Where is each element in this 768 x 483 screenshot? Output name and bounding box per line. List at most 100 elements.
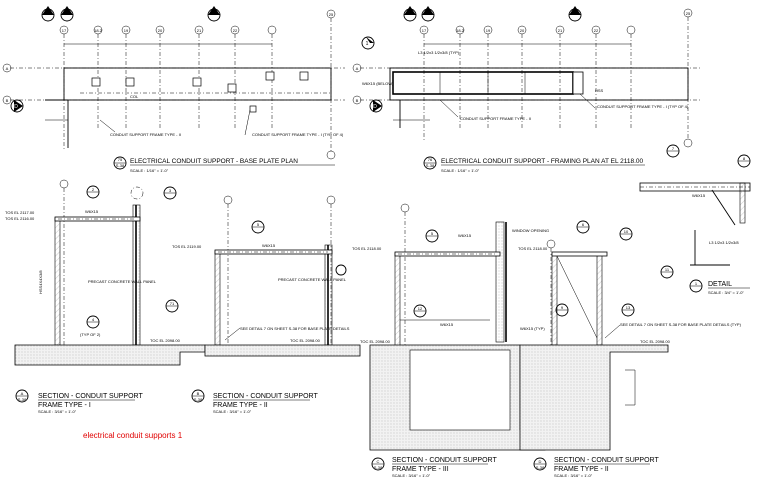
svg-text:TOS EL 2117.00: TOS EL 2117.00 [5, 210, 35, 215]
svg-text:TOC EL 2098.00: TOC EL 2098.00 [640, 339, 671, 344]
section-a-title: A S-38 SECTION - CONDUIT SUPPORT FRAME T… [15, 389, 143, 414]
svg-text:SCALE : 1/16" = 1'-0": SCALE : 1/16" = 1'-0" [441, 168, 480, 173]
svg-text:17: 17 [62, 28, 67, 33]
svg-text:5: 5 [431, 231, 434, 236]
svg-text:A: A [6, 66, 9, 71]
svg-text:A: A [356, 66, 359, 71]
section-marker-d-plan2: D [369, 99, 383, 113]
svg-text:W6X15: W6X15 [692, 193, 706, 198]
svg-text:SECTION - CONDUIT SUPPORT: SECTION - CONDUIT SUPPORT [38, 393, 143, 400]
svg-text:FRAME TYPE - III: FRAME TYPE - III [392, 466, 449, 473]
callout-7: 7 [666, 144, 680, 158]
svg-text:19: 19 [124, 28, 129, 33]
svg-text:TOS EL 2118.00: TOS EL 2118.00 [518, 246, 548, 251]
section-c-title: C S-38 SECTION - CONDUIT SUPPORT FRAME T… [371, 457, 497, 478]
svg-text:9: 9 [561, 305, 564, 310]
section-b-frame-type-ii: 5 TOS EL 2119.00 W6X15 PRECAST CONCRETE … [165, 195, 361, 414]
svg-text:FRAME TYPE - II: FRAME TYPE - II [213, 402, 268, 409]
svg-text:TOC EL 2098.00: TOC EL 2098.00 [290, 338, 321, 343]
svg-text:76: 76 [428, 157, 433, 162]
svg-text:W6X15: W6X15 [440, 322, 454, 327]
svg-text:ELECTRICAL CONDUIT SUPPORT - F: ELECTRICAL CONDUIT SUPPORT - FRAMING PLA… [441, 158, 644, 165]
svg-text:SCALE : 3/16" = 1'-0": SCALE : 3/16" = 1'-0" [213, 409, 252, 414]
svg-text:1: 1 [366, 41, 369, 47]
svg-text:3: 3 [169, 188, 172, 193]
section-marker-b-top2: B [421, 6, 435, 22]
svg-text:12: 12 [418, 306, 423, 311]
section-marker-c-top: C [41, 6, 55, 22]
callout-11: 11 [660, 265, 674, 279]
detail-marker-1: 1 [361, 36, 375, 50]
svg-text:5: 5 [257, 222, 260, 227]
drawing-caption: electrical conduit supports 1 [83, 431, 183, 440]
svg-text:SCALE : 3/16" = 1'-0": SCALE : 3/16" = 1'-0" [38, 409, 77, 414]
svg-text:B: B [197, 391, 200, 396]
svg-text:D: D [373, 104, 377, 110]
svg-text:D: D [539, 459, 542, 464]
callout-5: 5 [251, 220, 265, 234]
svg-text:SECTION - CONDUIT SUPPORT: SECTION - CONDUIT SUPPORT [213, 393, 318, 400]
svg-text:CONDUIT SUPPORT FRAME TYPE - I: CONDUIT SUPPORT FRAME TYPE - I (TYP OF 4… [597, 104, 689, 109]
svg-text:17: 17 [422, 28, 427, 33]
svg-text:SCALE : 3/16" = 1'-0": SCALE : 3/16" = 1'-0" [554, 473, 593, 478]
svg-text:22: 22 [233, 28, 238, 33]
svg-text:D: D [14, 104, 18, 110]
svg-text:A: A [212, 15, 216, 21]
svg-text:20: 20 [158, 28, 163, 33]
svg-text:CONDUIT SUPPORT FRAME TYPE - I: CONDUIT SUPPORT FRAME TYPE - II [460, 116, 531, 121]
callout-2: 2 [86, 185, 100, 199]
svg-text:S-38: S-38 [194, 397, 203, 402]
svg-text:TOC EL 2098.00: TOC EL 2098.00 [360, 339, 391, 344]
svg-text:6: 6 [582, 222, 585, 227]
callout-12: 13 [621, 303, 635, 317]
callout-10: 10 [619, 227, 633, 241]
svg-text:C: C [46, 15, 50, 21]
framing-plan: C B A 17 18.2 19 20 21 22 25 A B 1 W6X15… [352, 6, 700, 173]
svg-text:10: 10 [624, 229, 629, 234]
detail-1-title: 1 DETAIL SCALE : 3/4" = 1'-0" [689, 279, 750, 295]
section-d-title: D S-38 SECTION - CONDUIT SUPPORT FRAME T… [533, 457, 659, 478]
title-block-base-plate: 75 S-38 ELECTRICAL CONDUIT SUPPORT - BAS… [113, 156, 335, 173]
svg-text:C: C [377, 459, 380, 464]
callout-6: 6 [576, 220, 590, 234]
svg-text:SEE DETAIL 7 ON SHEET S-38 FOR: SEE DETAIL 7 ON SHEET S-38 FOR BASE PLAT… [620, 322, 742, 327]
section-marker-b-top: B [60, 6, 74, 22]
svg-text:TOS EL 2116.00: TOS EL 2116.00 [5, 216, 35, 221]
svg-text:71: 71 [170, 301, 175, 306]
svg-text:WINDOW OPENING: WINDOW OPENING [512, 228, 549, 233]
svg-text:A: A [21, 391, 24, 396]
title-block-framing: 76 S-38 ELECTRICAL CONDUIT SUPPORT - FRA… [423, 156, 645, 173]
svg-text:4: 4 [92, 317, 95, 322]
svg-text:CONDUIT SUPPORT FRAME TYPE - I: CONDUIT SUPPORT FRAME TYPE - II [110, 132, 181, 137]
svg-text:13: 13 [626, 305, 631, 310]
section-marker-a-top2: A [568, 6, 582, 22]
section-a-frame-type-i: 2 3 TOS EL 2117.00 TOS EL 2116.00 W6X15 … [5, 179, 206, 414]
section-c-frame-type-iii: 5 TOS EL 2118.00 W6X15 WINDOW OPENING W6… [352, 203, 551, 478]
svg-text:B: B [356, 98, 359, 103]
svg-text:SEE DETAIL 7 ON SHEET S-38 FOR: SEE DETAIL 7 ON SHEET S-38 FOR BASE PLAT… [240, 326, 350, 331]
svg-text:18.2: 18.2 [94, 28, 103, 33]
svg-text:HSS4X4X3/8: HSS4X4X3/8 [38, 270, 43, 294]
svg-text:SCALE : 1/16" = 1'-0": SCALE : 1/16" = 1'-0" [130, 168, 169, 173]
svg-text:ELECTRICAL CONDUIT SUPPORT - B: ELECTRICAL CONDUIT SUPPORT - BASE PLATE … [130, 158, 298, 165]
svg-text:B: B [426, 15, 430, 21]
svg-text:1: 1 [695, 281, 698, 286]
svg-text:S-38: S-38 [116, 163, 125, 168]
svg-text:22: 22 [594, 28, 599, 33]
svg-text:11: 11 [665, 267, 670, 272]
callout-3: 3 [163, 186, 177, 200]
svg-text:W6X15: W6X15 [262, 243, 276, 248]
svg-text:(TYP OF 2): (TYP OF 2) [80, 332, 101, 337]
svg-text:S-38: S-38 [374, 465, 383, 470]
svg-text:FRAME TYPE - I: FRAME TYPE - I [38, 402, 91, 409]
callout-8: 8 [737, 154, 751, 168]
svg-text:PRECAST CONCRETE WALL PANEL: PRECAST CONCRETE WALL PANEL [278, 277, 347, 282]
svg-text:L3 1/2x3 1/2x3/8: L3 1/2x3 1/2x3/8 [709, 240, 739, 245]
svg-text:B: B [65, 15, 69, 21]
svg-text:75: 75 [118, 157, 123, 162]
svg-text:A: A [573, 15, 577, 21]
section-marker-c-top2: C [403, 6, 417, 22]
svg-text:21: 21 [197, 28, 202, 33]
